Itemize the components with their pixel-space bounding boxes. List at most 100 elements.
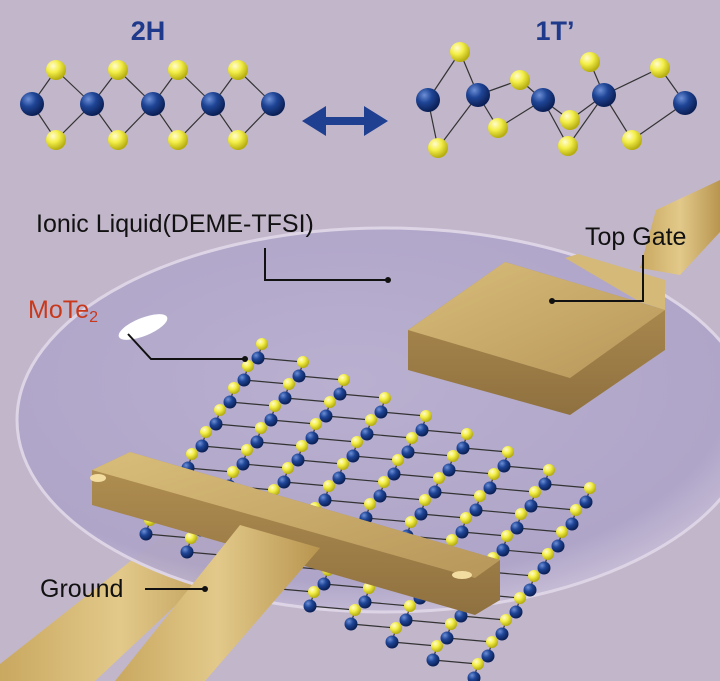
mo-atom bbox=[592, 83, 616, 107]
bond bbox=[475, 509, 522, 515]
mo-atom bbox=[428, 485, 442, 499]
bond bbox=[270, 419, 317, 425]
bond bbox=[324, 499, 371, 505]
te-atom bbox=[558, 136, 578, 156]
te-atom bbox=[351, 436, 363, 448]
bond bbox=[448, 469, 495, 475]
bond bbox=[434, 491, 481, 497]
mo-atom bbox=[442, 463, 456, 477]
mo-atom bbox=[333, 387, 347, 401]
mo-atom bbox=[416, 88, 440, 112]
bond bbox=[243, 379, 290, 385]
te-atom bbox=[242, 360, 254, 372]
te-atom bbox=[406, 432, 418, 444]
mo-atom bbox=[318, 493, 332, 507]
mo-atom bbox=[538, 477, 552, 491]
mo-atom bbox=[236, 457, 250, 471]
te-atom bbox=[500, 614, 512, 626]
te-atom bbox=[556, 526, 568, 538]
te-atom bbox=[241, 444, 253, 456]
bond bbox=[544, 483, 591, 489]
phase-title-1t-prime: 1T’ bbox=[535, 16, 574, 46]
bond bbox=[311, 437, 358, 443]
bond bbox=[420, 513, 467, 519]
bond bbox=[256, 441, 303, 447]
te-atom bbox=[46, 60, 66, 80]
bond bbox=[366, 433, 413, 439]
te-atom bbox=[622, 130, 642, 150]
te-atom bbox=[515, 508, 527, 520]
mote2-label-subscript: 2 bbox=[89, 309, 98, 326]
te-atom bbox=[228, 130, 248, 150]
bond bbox=[446, 637, 493, 643]
mo-atom bbox=[139, 527, 153, 541]
te-atom bbox=[392, 454, 404, 466]
ground-label: Ground bbox=[40, 575, 123, 603]
te-atom bbox=[269, 400, 281, 412]
top-gate-callout-line bbox=[552, 255, 644, 302]
bond bbox=[284, 397, 331, 403]
te-atom bbox=[450, 42, 470, 62]
bond bbox=[503, 465, 550, 471]
mo-atom bbox=[537, 561, 551, 575]
bond bbox=[502, 549, 549, 555]
mo-atom bbox=[469, 503, 483, 517]
bond bbox=[530, 505, 577, 511]
mo-atom bbox=[496, 543, 510, 557]
te-atom bbox=[168, 130, 188, 150]
te-atom bbox=[297, 356, 309, 368]
mote2-callout-dot bbox=[242, 356, 248, 362]
te-atom bbox=[445, 618, 457, 630]
te-atom bbox=[420, 410, 432, 422]
te-atom bbox=[379, 392, 391, 404]
bond bbox=[489, 487, 536, 493]
mo-atom bbox=[358, 595, 372, 609]
mo-atom bbox=[237, 373, 251, 387]
te-atom bbox=[404, 600, 416, 612]
bond bbox=[145, 533, 192, 539]
top-gate-label: Top Gate bbox=[585, 223, 686, 251]
te-atom bbox=[419, 494, 431, 506]
te-atom bbox=[560, 110, 580, 130]
mo-atom bbox=[303, 599, 317, 613]
phase-title-2h: 2H bbox=[131, 16, 166, 46]
bond bbox=[229, 401, 276, 407]
mo-atom bbox=[291, 453, 305, 467]
mo-atom bbox=[261, 92, 285, 116]
te-atom bbox=[472, 658, 484, 670]
te-atom bbox=[461, 428, 473, 440]
mo-atom bbox=[579, 495, 593, 509]
mo-atom bbox=[415, 423, 429, 437]
te-atom bbox=[364, 498, 376, 510]
ionic-liquid-label: Ionic Liquid(DEME-TFSI) bbox=[36, 210, 314, 238]
te-atom bbox=[514, 592, 526, 604]
mo-atom bbox=[264, 413, 278, 427]
bond bbox=[257, 357, 304, 363]
te-atom bbox=[528, 570, 540, 582]
te-atom bbox=[296, 440, 308, 452]
bond bbox=[380, 411, 427, 417]
bond bbox=[407, 451, 454, 457]
mo-atom bbox=[524, 499, 538, 513]
bond bbox=[338, 477, 385, 483]
te-atom bbox=[185, 532, 197, 544]
mo-atom bbox=[510, 521, 524, 535]
bond bbox=[298, 375, 345, 381]
bond bbox=[379, 495, 426, 501]
ionic-liquid-callout-line bbox=[264, 248, 388, 281]
te-atom bbox=[268, 484, 280, 496]
structure-2h bbox=[20, 60, 285, 150]
bond bbox=[364, 601, 411, 607]
bond bbox=[365, 517, 412, 523]
mote2-label-main: MoTe bbox=[28, 296, 89, 324]
bond bbox=[283, 481, 330, 487]
mo-atom bbox=[387, 467, 401, 481]
bond bbox=[201, 445, 248, 451]
te-atom bbox=[365, 414, 377, 426]
te-atom bbox=[502, 446, 514, 458]
mo-atom bbox=[319, 409, 333, 423]
mo-atom bbox=[467, 671, 481, 681]
top-gate-lead-strip bbox=[640, 180, 720, 275]
te-atom bbox=[108, 130, 128, 150]
te-atom bbox=[488, 468, 500, 480]
